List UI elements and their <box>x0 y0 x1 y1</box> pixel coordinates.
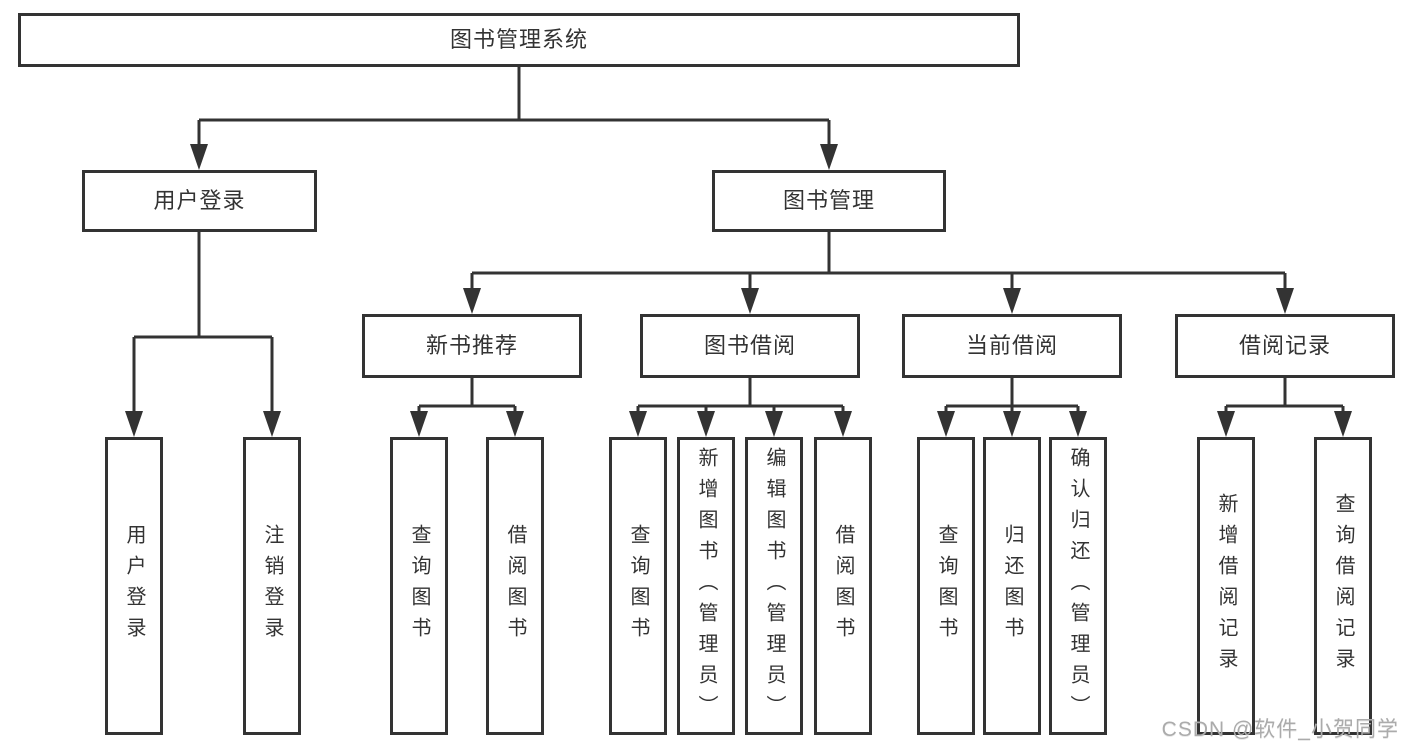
leaf-borrow-books-recommend: 借阅图书 <box>486 437 544 735</box>
csdn-watermark: CSDN @软件_小贺同学 <box>1161 718 1399 741</box>
leaf-query-books-recommend: 查询图书 <box>390 437 448 735</box>
node-root: 图书管理系统 <box>18 13 1020 67</box>
node-new-book-recommend: 新书推荐 <box>362 314 582 378</box>
leaf-query-books-current: 查询图书 <box>917 437 975 735</box>
leaf-add-book-admin: 新增图书（管理员） <box>677 437 735 735</box>
leaf-query-books-borrowing: 查询图书 <box>609 437 667 735</box>
leaf-borrow-books-borrowing: 借阅图书 <box>814 437 872 735</box>
leaf-edit-book-admin: 编辑图书（管理员） <box>745 437 803 735</box>
node-borrowing-records: 借阅记录 <box>1175 314 1395 378</box>
leaf-query-borrow-record: 查询借阅记录 <box>1314 437 1372 735</box>
node-user-login: 用户登录 <box>82 170 317 232</box>
node-book-borrowing: 图书借阅 <box>640 314 860 378</box>
node-current-borrowing: 当前借阅 <box>902 314 1122 378</box>
arrowhead-icons <box>125 144 1352 437</box>
leaf-confirm-return-admin: 确认归还（管理员） <box>1049 437 1107 735</box>
leaf-add-borrow-record: 新增借阅记录 <box>1197 437 1255 735</box>
leaf-logout: 注销登录 <box>243 437 301 735</box>
leaf-return-books: 归还图书 <box>983 437 1041 735</box>
node-book-management: 图书管理 <box>712 170 946 232</box>
leaf-user-login: 用户登录 <box>105 437 163 735</box>
